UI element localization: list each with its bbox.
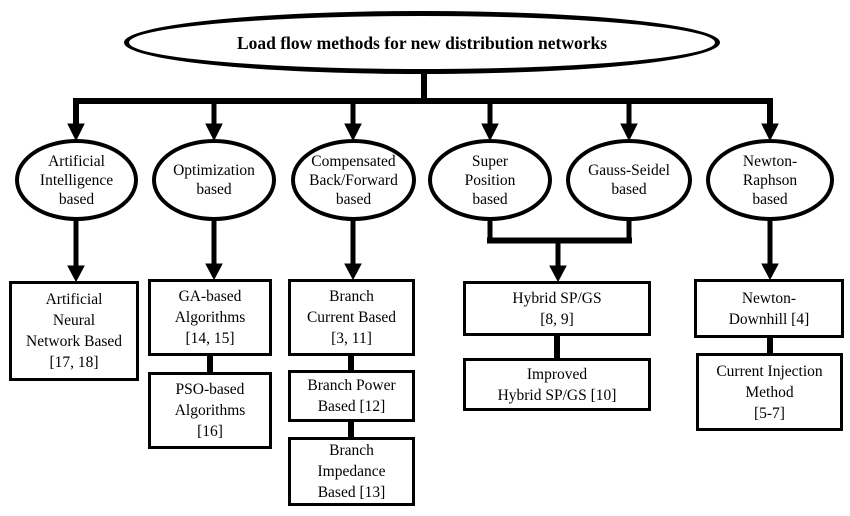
arrowhead [67,123,85,142]
node-branch-current-based: Branch Current Based [3, 11] [288,279,415,356]
arrowhead [344,123,362,142]
arrowhead [761,263,779,281]
node-hybrid-sp-gs-label: Hybrid SP/GS [8, 9] [512,289,602,328]
node-artificial-intelligence: Artificial Intelligence based [15,139,138,221]
node-gauss-seidel-label: Gauss-Seidel based [588,162,670,198]
node-improved-hybrid-sp-gs: Improved Hybrid SP/GS [10] [463,358,651,411]
node-artificial-neural-network: Artificial Neural Network Based [17, 18] [9,281,139,381]
arrowhead [205,263,223,281]
arrowhead [344,263,362,281]
node-hybrid-sp-gs: Hybrid SP/GS [8, 9] [463,281,651,336]
node-newton-raphson: Newton- Raphson based [706,139,834,221]
node-newton-downhill: Newton- Downhill [4] [694,279,844,338]
node-branch-impedance-based: Branch Impedance Based [13] [288,437,415,506]
node-compensated-back-forward: Compensated Back/Forward based [291,139,416,221]
arrowhead [620,123,638,142]
node-root-label: Load flow methods for new distribution n… [236,32,608,53]
node-optimization: Optimization based [152,139,276,221]
node-artificial-intelligence-label: Artificial Intelligence based [39,152,114,208]
node-root: Load flow methods for new distribution n… [124,11,720,74]
node-gauss-seidel: Gauss-Seidel based [566,139,692,221]
node-branch-impedance-based-label: Branch Impedance Based [13] [317,442,386,501]
node-pso-based-algorithms-label: PSO-based Algorithms [16] [174,381,246,440]
node-branch-power-based-label: Branch Power Based [12] [307,377,396,415]
node-current-injection-method: Current Injection Method [5-7] [696,353,843,431]
arrowhead [549,265,567,283]
node-super-position-label: Super Position based [464,152,516,208]
node-improved-hybrid-sp-gs-label: Improved Hybrid SP/GS [10] [497,365,617,404]
node-compensated-back-forward-label: Compensated Back/Forward based [309,152,398,208]
node-optimization-label: Optimization based [173,162,255,198]
arrowhead [205,123,223,142]
node-pso-based-algorithms: PSO-based Algorithms [16] [148,372,272,449]
node-super-position: Super Position based [428,139,552,221]
bus-line [73,98,773,128]
node-branch-current-based-label: Branch Current Based [3, 11] [306,288,397,347]
arrowhead [761,123,779,142]
node-ga-based-algorithms: GA-based Algorithms [14, 15] [148,279,272,356]
node-newton-raphson-label: Newton- Raphson based [742,152,798,208]
arrowhead [67,265,85,283]
node-ga-based-algorithms-label: GA-based Algorithms [14, 15] [174,288,246,347]
node-artificial-neural-network-label: Artificial Neural Network Based [17, 18] [26,291,122,371]
arrowhead [481,123,499,142]
node-current-injection-method-label: Current Injection Method [5-7] [716,362,823,422]
node-branch-power-based: Branch Power Based [12] [288,370,415,422]
node-newton-downhill-label: Newton- Downhill [4] [728,289,810,328]
